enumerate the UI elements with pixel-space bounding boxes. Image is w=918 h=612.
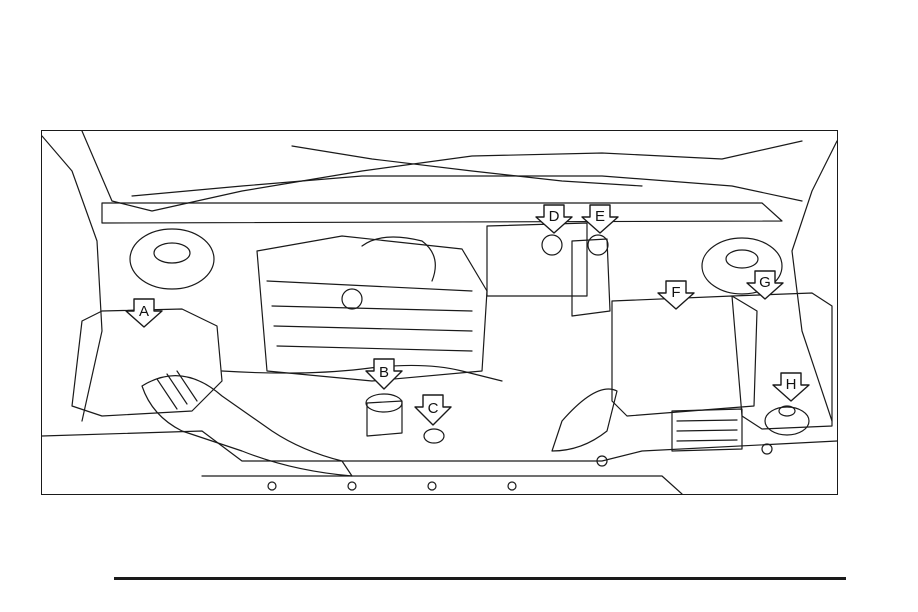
intake-pipe [362,237,435,281]
cowl-panel [132,176,802,201]
callout-label-h: H [786,376,797,393]
engine-fins [267,281,472,351]
strut-brace [102,203,782,223]
power-steering-reservoir [572,239,610,316]
callout-label-f: F [671,284,680,301]
reservoir-cap-d [542,235,562,255]
wiper-cowl [292,146,642,186]
engine-drawing: A B C D E F G H [42,131,837,494]
engine-compartment-illustration: A B C D E F G H [41,130,838,495]
callout-b: B [366,359,402,389]
callout-label-e: E [595,208,605,225]
left-strut-tower [130,229,214,289]
right-strut-cap [726,250,758,268]
callout-c: C [415,395,451,425]
callout-label-g: G [759,274,771,291]
oil-dipstick-handle [424,429,444,443]
washer-fluid-cap [765,407,809,435]
front-cover [202,476,682,494]
grille-lines [677,420,737,441]
hood-line [82,131,802,211]
battery [732,293,832,429]
underhood-fuse-block [612,296,757,416]
radiator-hose [552,389,617,451]
callout-f: F [658,281,694,309]
left-strut-cap [154,243,190,263]
engine-cap [342,289,362,309]
bolt [762,444,772,454]
left-fender [42,136,102,421]
callout-label-b: B [379,364,389,381]
bolt [428,482,436,490]
callout-h: H [773,373,809,401]
callout-label-d: D [549,208,560,225]
radiator-support [42,431,837,461]
bolt [348,482,356,490]
callout-a: A [126,299,162,327]
footer-rule [114,577,846,580]
coolant-recovery-tank [367,401,402,436]
bolt [268,482,276,490]
reservoir-cap-e [588,235,608,255]
bolt [508,482,516,490]
callout-d: D [536,205,572,233]
callout-label-c: C [428,400,439,417]
callout-label-a: A [139,303,149,320]
